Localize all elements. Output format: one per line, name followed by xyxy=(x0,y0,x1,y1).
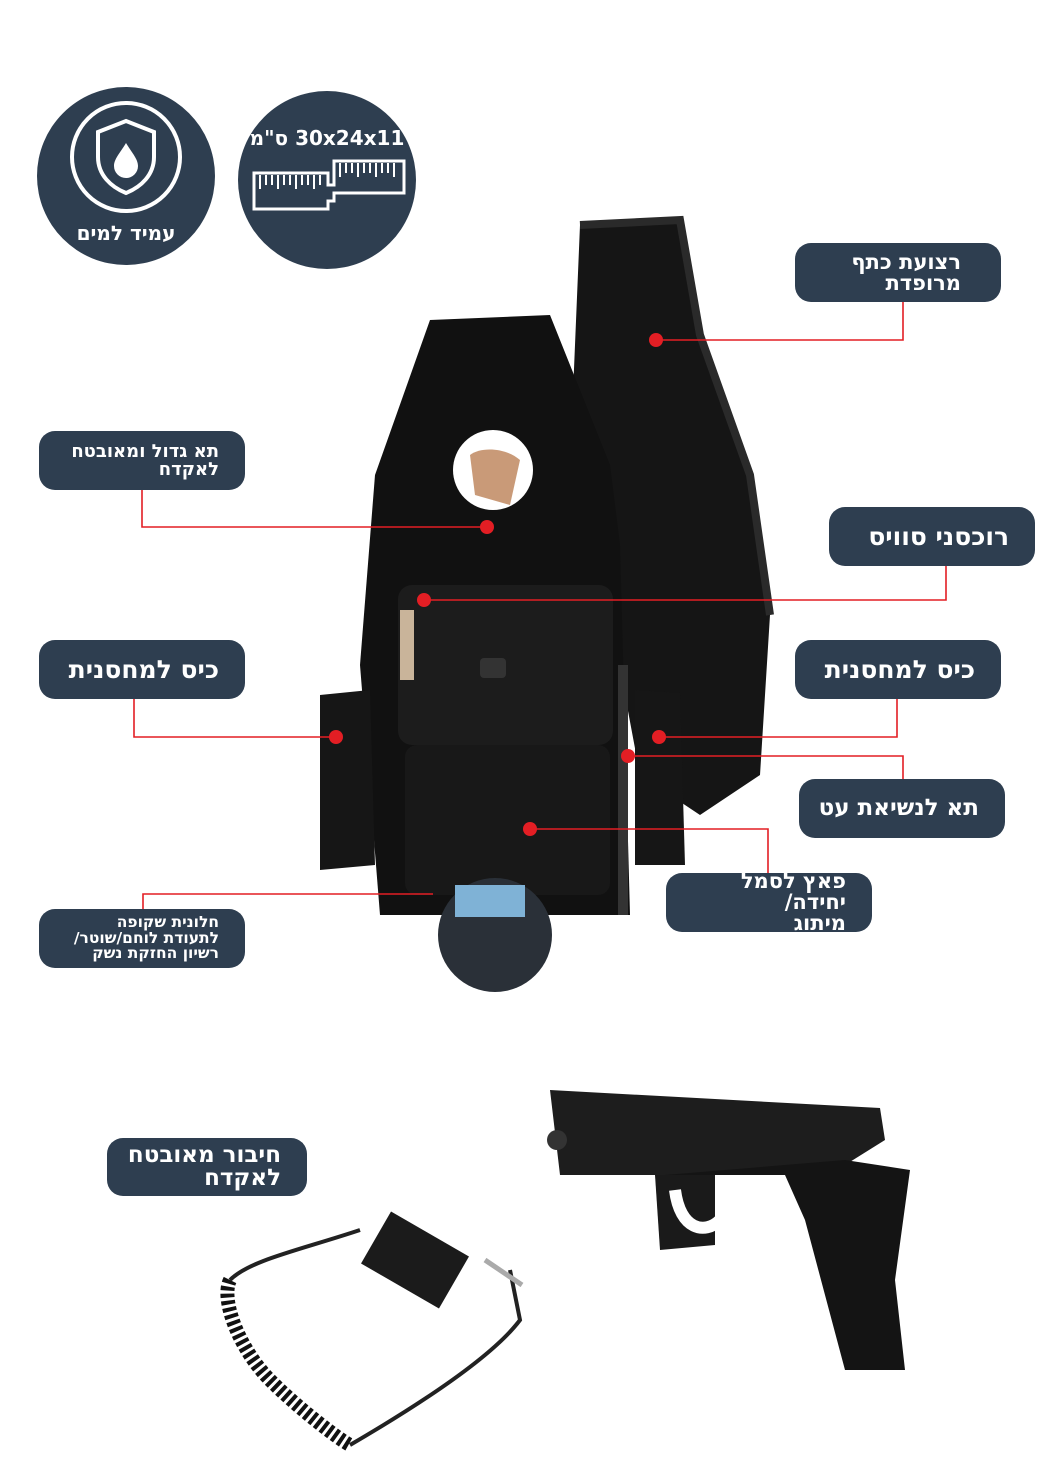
callout-text: תא לנשיאת עט xyxy=(818,795,979,821)
callout-pistol-compartment: תא גדול ומאובטח לאקדח xyxy=(39,431,245,490)
callout-text: רשיון החזקת נשק xyxy=(92,944,219,963)
callout-text: כיס למחסנית xyxy=(68,655,219,684)
callout-text: לאקדח xyxy=(204,1165,281,1191)
waterproof-badge: עמיד למים xyxy=(37,87,215,265)
callout-pen-holder: תא לנשיאת עט xyxy=(799,779,1005,838)
callout-text: חיבור מאובטח xyxy=(127,1142,281,1168)
callout-magazine-left: כיס למחסנית xyxy=(39,640,245,699)
shield-water-drop-icon xyxy=(70,101,182,213)
sling-bag-image xyxy=(320,215,774,992)
callout-text: כיס למחסנית xyxy=(824,655,975,684)
callout-text: לתעודת לוחם/שוטר/ xyxy=(73,928,219,947)
callout-text: מרופדת xyxy=(885,270,961,295)
callout-magazine-right: כיס למחסנית xyxy=(795,640,1001,699)
waterproof-label: עמיד למים xyxy=(76,221,176,245)
dimensions-badge: 30x24x11 ס"מ xyxy=(238,91,416,269)
callout-lanyard: חיבור מאובטח לאקדח xyxy=(107,1138,307,1196)
callout-text: רוכסני סוויס xyxy=(868,522,1009,551)
dimensions-label: 30x24x11 ס"מ xyxy=(249,126,405,150)
ruler-icon xyxy=(252,159,406,211)
pistol-image xyxy=(547,1090,910,1370)
callout-window: חלונית שקופה לתעודת לוחם/שוטר/ רשיון החז… xyxy=(39,909,245,968)
callout-shoulder-strap: רצועת כתף מרופדת xyxy=(795,243,1001,302)
coiled-lanyard-image xyxy=(220,1211,524,1452)
callout-text: פאץ לסמל יחידה/ xyxy=(740,869,846,914)
callout-text: מיתוג xyxy=(793,911,846,935)
callout-swiss-zippers: רוכסני סוויס xyxy=(829,507,1035,566)
callout-text: תא גדול ומאובטח xyxy=(71,440,219,462)
callout-text: רצועת כתף xyxy=(851,249,961,274)
callout-text: לאקדח xyxy=(158,458,219,480)
callout-text: חלונית שקופה xyxy=(116,913,219,932)
callout-patch: פאץ לסמל יחידה/ מיתוג xyxy=(666,869,872,935)
